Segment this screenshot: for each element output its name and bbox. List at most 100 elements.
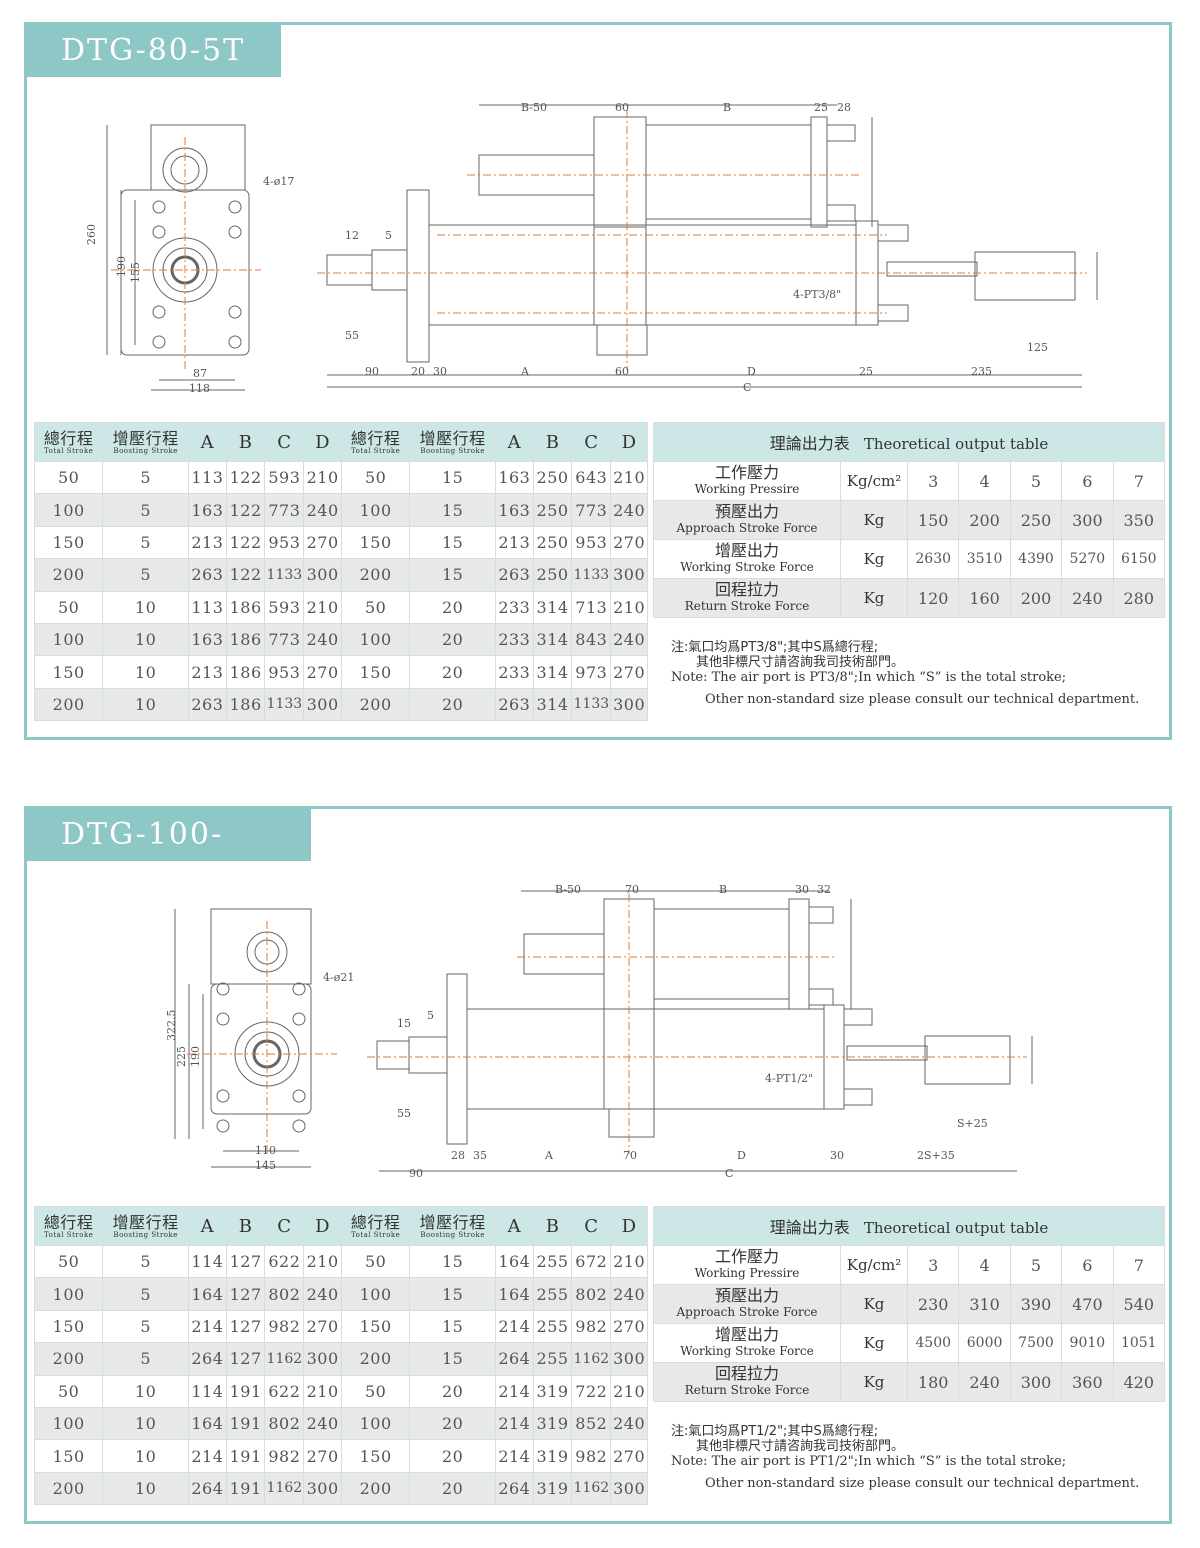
- table-cell: 15: [409, 1309, 496, 1344]
- table-cell: 5: [102, 493, 189, 527]
- col-d: D: [610, 1206, 648, 1246]
- col-b: B: [532, 422, 573, 462]
- table-cell: 319: [532, 1471, 573, 1506]
- table-cell: 150: [340, 525, 411, 560]
- table-cell: 200: [33, 1342, 104, 1376]
- table-cell: 100: [33, 1406, 104, 1441]
- svg-text:20: 20: [411, 365, 425, 378]
- table-cell: 300: [303, 558, 342, 592]
- svg-text:B-50: B-50: [555, 883, 581, 896]
- table-cell: 622: [264, 1374, 305, 1408]
- force-value: 4390: [1009, 539, 1063, 579]
- col-c: C: [264, 1206, 305, 1246]
- table-cell: 5: [102, 558, 189, 592]
- table-cell: 127: [225, 1244, 266, 1279]
- table-cell: 200: [340, 1342, 411, 1376]
- table-cell: 953: [571, 525, 612, 560]
- table-cell: 314: [532, 622, 573, 657]
- table-cell: 122: [225, 558, 266, 592]
- table-cell: 127: [225, 1277, 266, 1311]
- table-cell: 127: [225, 1342, 266, 1376]
- table-cell: 15: [409, 558, 496, 592]
- table-cell: 982: [264, 1439, 305, 1473]
- force-value: 310: [958, 1284, 1011, 1324]
- svg-text:28: 28: [837, 101, 851, 114]
- force-value: 5: [1009, 1245, 1063, 1285]
- table-cell: 982: [571, 1439, 612, 1473]
- table-cell: 200: [33, 687, 104, 722]
- table-cell: 213: [494, 525, 534, 560]
- table-cell: 270: [610, 525, 648, 560]
- table-cell: 10: [102, 655, 189, 689]
- force-value: 470: [1061, 1284, 1114, 1324]
- force-value: 5270: [1061, 539, 1114, 579]
- svg-text:28: 28: [451, 1149, 465, 1162]
- svg-text:D: D: [747, 365, 756, 378]
- force-value: 250: [1009, 500, 1063, 540]
- table-cell: 213: [188, 525, 227, 560]
- note: 注:氣口均爲PT1/2";其中S爲總行程; 其他非標尺寸請咨詢我司技術部門。 N…: [671, 1424, 1140, 1491]
- table-cell: 210: [610, 590, 648, 624]
- table-cell: 214: [188, 1309, 227, 1344]
- table-cell: 713: [571, 590, 612, 624]
- force-value: 1051: [1112, 1323, 1166, 1363]
- col-b: B: [532, 1206, 573, 1246]
- force-value: 7: [1112, 461, 1166, 501]
- table-cell: 250: [532, 493, 573, 527]
- table-cell: 186: [225, 655, 266, 689]
- table-cell: 214: [188, 1439, 227, 1473]
- force-value: 240: [958, 1362, 1011, 1402]
- table-cell: 982: [571, 1309, 612, 1344]
- table-cell: 200: [340, 558, 411, 592]
- table-cell: 240: [610, 1277, 648, 1311]
- table-cell: 100: [33, 622, 104, 657]
- table-cell: 20: [409, 1406, 496, 1441]
- svg-text:25: 25: [814, 101, 828, 114]
- svg-text:S+25: S+25: [957, 1117, 988, 1130]
- table-cell: 802: [264, 1277, 305, 1311]
- table-cell: 314: [532, 590, 573, 624]
- table-cell: 319: [532, 1374, 573, 1408]
- table-cell: 953: [264, 525, 305, 560]
- table-cell: 20: [409, 655, 496, 689]
- table-cell: 15: [409, 460, 496, 495]
- table-cell: 50: [340, 1244, 411, 1279]
- col-a: A: [188, 422, 227, 462]
- table-cell: 255: [532, 1342, 573, 1376]
- table-cell: 20: [409, 1439, 496, 1473]
- table-cell: 122: [225, 525, 266, 560]
- svg-text:25: 25: [859, 365, 873, 378]
- table-cell: 15: [409, 1342, 496, 1376]
- force-value: 3: [906, 1245, 960, 1285]
- table-cell: 210: [303, 1374, 342, 1408]
- svg-text:5: 5: [385, 229, 392, 242]
- table-cell: 200: [340, 1471, 411, 1506]
- table-cell: 50: [33, 460, 104, 495]
- table-cell: 1162: [571, 1342, 612, 1376]
- table-cell: 263: [494, 687, 534, 722]
- table-cell: 114: [188, 1244, 227, 1279]
- table-cell: 270: [303, 1439, 342, 1473]
- force-value: 240: [1061, 578, 1114, 618]
- table-cell: 1133: [571, 558, 612, 592]
- product-title: DTG-80-5T: [27, 25, 281, 77]
- table-cell: 163: [188, 493, 227, 527]
- table-cell: 200: [340, 687, 411, 722]
- col-c: C: [571, 1206, 612, 1246]
- table-cell: 20: [409, 1374, 496, 1408]
